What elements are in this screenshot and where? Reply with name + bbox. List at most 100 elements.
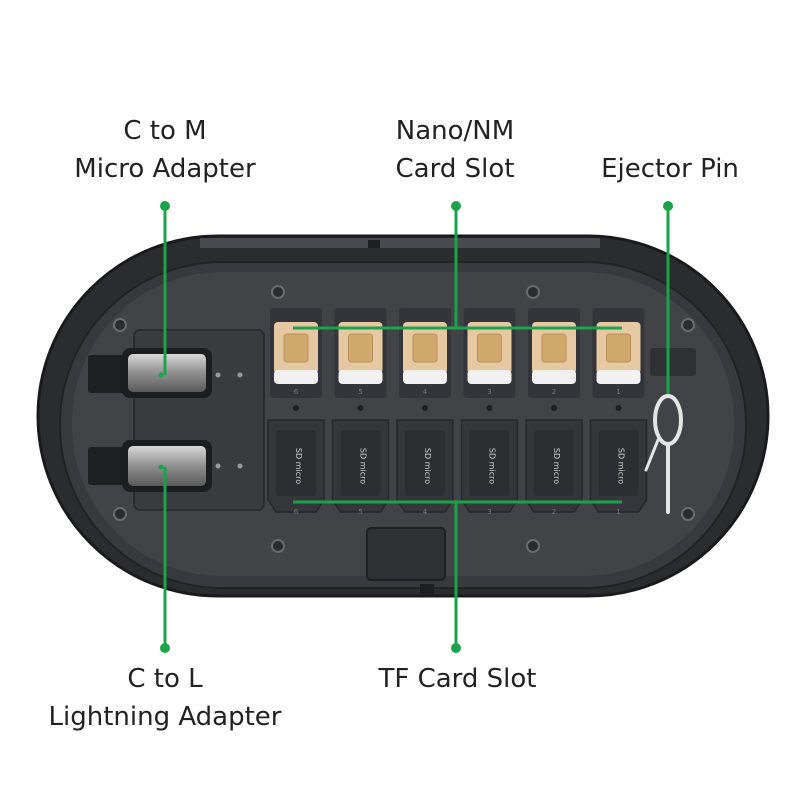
tf-card bbox=[276, 430, 316, 496]
bay-dot bbox=[237, 463, 243, 469]
pin-holder bbox=[650, 348, 696, 376]
callout-dot bbox=[451, 201, 461, 211]
sim-tray-edge bbox=[403, 370, 447, 384]
slot-hole bbox=[422, 405, 428, 411]
label-tf-card-slot: TF Card Slot bbox=[350, 660, 565, 698]
adapter-plug bbox=[88, 355, 128, 393]
callout-dot bbox=[158, 372, 164, 378]
tf-slot: SD micro 3 bbox=[460, 419, 519, 516]
tf-card bbox=[340, 430, 381, 496]
slot-number: 3 bbox=[487, 388, 491, 396]
screw-icon bbox=[113, 318, 127, 332]
tf-card bbox=[405, 430, 445, 496]
sim-slot: 3 bbox=[463, 308, 516, 411]
tf-slot: SD micro 2 bbox=[525, 419, 583, 516]
tf-slot: SD micro 1 bbox=[589, 419, 648, 516]
callout-dot bbox=[160, 643, 170, 653]
callout-dot bbox=[451, 643, 461, 653]
slot-hole bbox=[357, 405, 364, 411]
callout-dot bbox=[158, 464, 164, 470]
slot-number: 5 bbox=[358, 508, 362, 516]
slot-number: 6 bbox=[294, 388, 299, 396]
sim-tray-edge bbox=[274, 370, 318, 384]
screw-icon bbox=[526, 539, 540, 553]
slot-hole bbox=[486, 405, 493, 411]
bay-dot bbox=[237, 372, 243, 378]
callout-dot bbox=[160, 201, 170, 211]
slot-hole bbox=[551, 405, 557, 411]
sim-chip bbox=[541, 333, 567, 363]
tf-slot: SD micro 5 bbox=[331, 419, 390, 516]
sim-slot: 5 bbox=[334, 308, 387, 411]
case-rim-top bbox=[200, 238, 600, 248]
screw-icon bbox=[271, 539, 285, 553]
label-line: Nano/NM bbox=[395, 116, 515, 146]
tf-card-label: SD micro bbox=[617, 448, 626, 484]
label-ejector-pin: Ejector Pin bbox=[585, 150, 755, 188]
screw-icons bbox=[113, 285, 695, 553]
label-line: Ejector Pin bbox=[601, 154, 739, 184]
case-clip-top bbox=[368, 240, 380, 248]
slot-hole bbox=[293, 405, 299, 411]
screw-icon bbox=[271, 285, 285, 299]
bay-dot bbox=[215, 463, 221, 469]
tf-card-label: SD micro bbox=[488, 448, 497, 484]
label-line: Micro Adapter bbox=[74, 154, 256, 184]
sim-chip bbox=[283, 333, 309, 363]
callout-lines bbox=[160, 201, 673, 653]
tray-notch bbox=[366, 527, 446, 581]
sim-tray-edge bbox=[467, 370, 512, 384]
pin-tail bbox=[644, 438, 660, 472]
tf-card-label: SD micro bbox=[294, 448, 303, 484]
sim-chip bbox=[477, 333, 502, 363]
slot-number: 1 bbox=[616, 508, 620, 516]
c-to-l-lightning-adapter bbox=[88, 440, 212, 492]
sim-chip bbox=[348, 333, 373, 363]
label-line: C to M bbox=[123, 116, 207, 146]
case-clip-bottom bbox=[420, 584, 434, 594]
sim-slot: 1 bbox=[592, 308, 645, 411]
slot-number: 2 bbox=[552, 508, 556, 516]
label-line: Card Slot bbox=[395, 154, 515, 184]
tf-card bbox=[534, 430, 574, 496]
tf-slot: SD micro 6 bbox=[267, 419, 325, 516]
screw-icon bbox=[526, 285, 540, 299]
slot-number: 4 bbox=[423, 508, 428, 516]
tf-card bbox=[598, 430, 639, 496]
tf-card-label: SD micro bbox=[423, 448, 432, 484]
slot-number: 4 bbox=[423, 388, 428, 396]
sim-slot: 2 bbox=[528, 308, 580, 411]
label-line: Lightning Adapter bbox=[48, 702, 282, 732]
slot-number: 5 bbox=[358, 388, 362, 396]
sim-chip bbox=[606, 333, 631, 363]
bay-dot bbox=[215, 372, 221, 378]
slot-number: 6 bbox=[294, 508, 299, 516]
screw-icon bbox=[681, 318, 695, 332]
label-c-to-l-lightning-adapter: C to L Lightning Adapter bbox=[30, 660, 300, 736]
slot-hole bbox=[615, 405, 622, 411]
c-to-m-micro-adapter bbox=[88, 348, 212, 398]
sim-tray-edge bbox=[532, 370, 576, 384]
slot-number: 1 bbox=[616, 388, 620, 396]
label-line: C to L bbox=[127, 664, 203, 694]
tf-slot: SD micro 4 bbox=[396, 419, 454, 516]
sim-slot: 6 bbox=[270, 308, 322, 411]
label-nano-nm-card-slot: Nano/NM Card Slot bbox=[340, 112, 570, 188]
tf-card-label: SD micro bbox=[359, 448, 368, 484]
tf-card-label: SD micro bbox=[552, 448, 561, 484]
adapter-shell bbox=[128, 354, 206, 392]
nano-sim-slots: 6 5 4 3 2 1 bbox=[270, 308, 645, 411]
adapter-shell bbox=[128, 446, 206, 486]
ejector-pin bbox=[644, 348, 696, 514]
sim-tray-edge bbox=[596, 370, 641, 384]
sim-slot: 4 bbox=[399, 308, 451, 411]
adapter-plug bbox=[88, 447, 128, 485]
callout-dot bbox=[663, 201, 673, 211]
label-c-to-m-micro-adapter: C to M Micro Adapter bbox=[55, 112, 275, 188]
screw-icon bbox=[113, 507, 127, 521]
slot-number: 2 bbox=[552, 388, 556, 396]
slot-number: 3 bbox=[487, 508, 491, 516]
sim-chip bbox=[412, 333, 438, 363]
